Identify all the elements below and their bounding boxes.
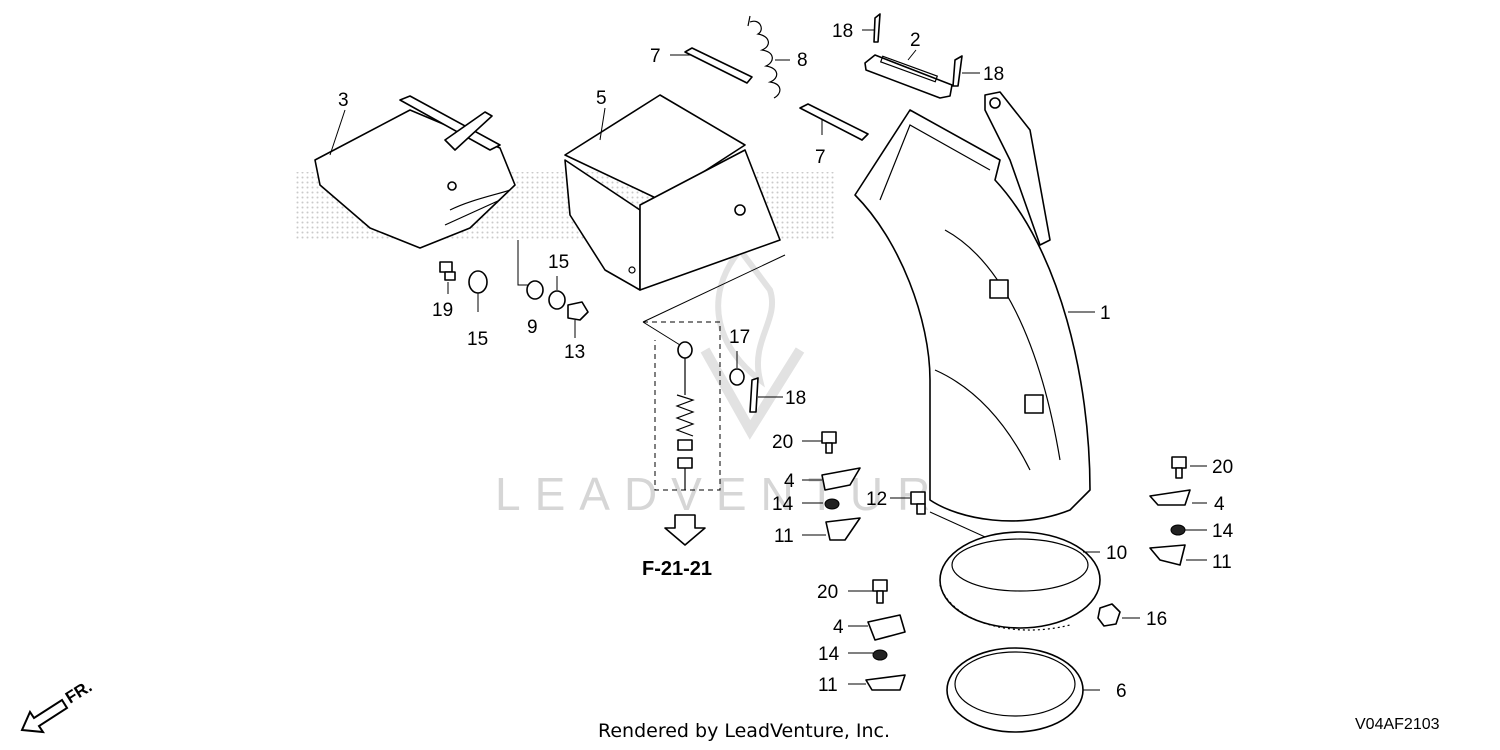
callout-15-upper: 15	[548, 252, 569, 273]
part-8-spring	[747, 15, 781, 99]
reference-label: F-21-21	[642, 558, 712, 580]
callout-1: 1	[1100, 303, 1111, 324]
leader-lines	[329, 29, 1207, 691]
callout-6: 6	[1116, 681, 1127, 702]
down-arrow-icon	[664, 514, 706, 546]
callout-8: 8	[797, 50, 808, 71]
callout-4-right: 4	[1214, 494, 1225, 515]
part-6-ring	[946, 647, 1084, 733]
callout-18-middle: 18	[785, 388, 806, 409]
footer-credit: Rendered by LeadVenture, Inc.	[598, 720, 890, 742]
callout-15-lower: 15	[467, 329, 488, 350]
part-3-upper-deflector	[314, 95, 516, 249]
part-1-chute	[854, 91, 1091, 522]
callout-18-top: 18	[832, 21, 853, 42]
part-16-nut	[1097, 603, 1121, 627]
callout-18-right: 18	[983, 64, 1004, 85]
callout-4-middle: 4	[784, 471, 795, 492]
clamp-set-bottom	[865, 579, 906, 691]
callout-12: 12	[866, 489, 887, 510]
callout-13: 13	[564, 342, 585, 363]
watermark-text: LEADVENTURE	[495, 468, 989, 520]
part-13-nut	[567, 301, 589, 321]
part-9-collar	[526, 280, 544, 300]
callout-7-lower: 7	[815, 147, 826, 168]
part-5-lower-deflector	[564, 94, 781, 291]
callout-10: 10	[1106, 543, 1127, 564]
part-15-washer-left	[468, 270, 488, 294]
callout-14-right: 14	[1212, 521, 1234, 542]
clamp-set-right	[1149, 456, 1191, 566]
callout-17: 17	[729, 327, 750, 348]
diagram-code: V04AF2103	[1355, 716, 1440, 733]
part-15-washer-right	[548, 290, 566, 310]
part-10-ring-gear	[939, 531, 1101, 631]
callout-7-upper: 7	[650, 46, 661, 67]
callout-9: 9	[527, 317, 538, 338]
callout-20-bottom: 20	[817, 582, 838, 603]
part-7-link-upper	[684, 47, 753, 84]
part-18-pin-middle	[749, 377, 759, 413]
callout-11-bottom: 11	[818, 675, 838, 696]
callout-2: 2	[910, 30, 921, 51]
clamp-set-middle	[821, 431, 861, 541]
part-17-washer	[729, 368, 745, 386]
part-18-pin-top	[873, 13, 881, 43]
callout-20-middle: 20	[772, 432, 793, 453]
callout-16: 16	[1146, 609, 1167, 630]
callout-3: 3	[338, 90, 349, 111]
callout-5: 5	[596, 88, 607, 109]
callout-19: 19	[432, 300, 453, 321]
part-2-bracket	[864, 54, 953, 99]
direction-arrow-icon	[20, 698, 69, 734]
callout-11-middle: 11	[774, 526, 794, 547]
callout-4-bottom: 4	[833, 617, 844, 638]
callout-20-right: 20	[1212, 457, 1233, 478]
callout-14-middle: 14	[772, 494, 794, 515]
part-18-pin-right	[952, 55, 963, 87]
callouts: 3 5 7 8 7 18 2 18 1 15 19 15 9 13 17 18 …	[338, 21, 1234, 702]
callout-14-bottom: 14	[818, 644, 840, 665]
part-19-bolt	[439, 261, 456, 281]
part-7-link-lower	[799, 103, 869, 141]
callout-11-right: 11	[1212, 552, 1232, 573]
cable-assembly	[642, 254, 786, 546]
front-direction: FR.	[20, 677, 95, 734]
direction-label: FR.	[62, 677, 95, 708]
